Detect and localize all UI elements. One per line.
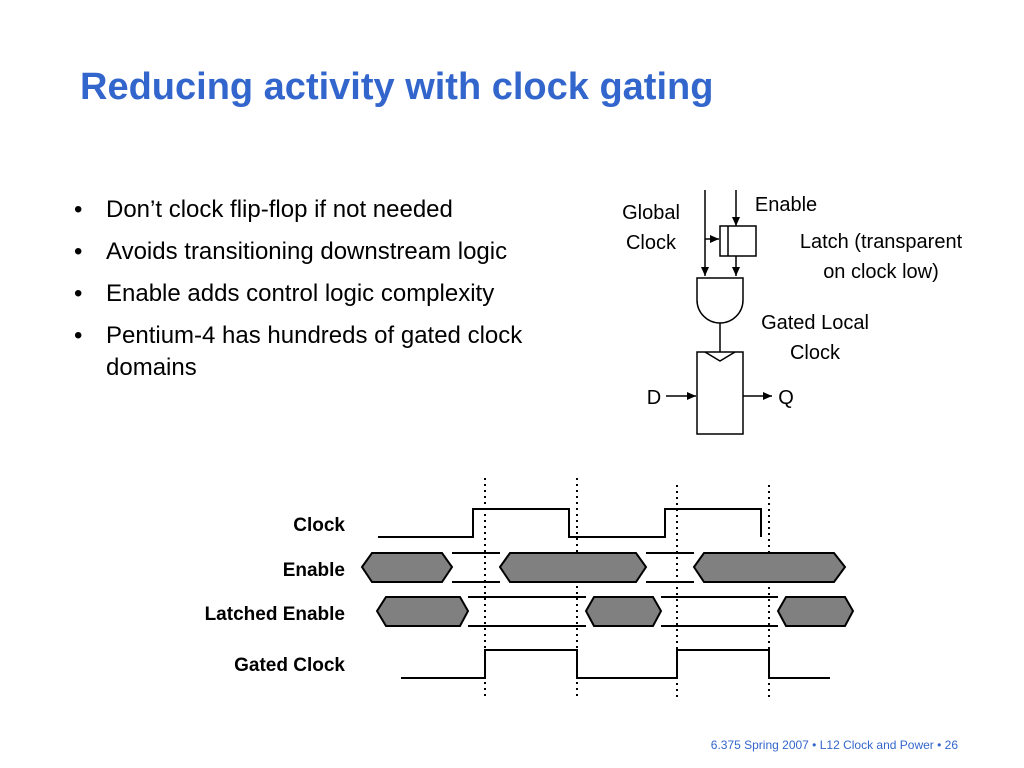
bullet-symbol: •: [74, 280, 83, 307]
circuit-labels: Global Clock Enable Latch (transparent o…: [622, 194, 963, 409]
d-label: D: [647, 387, 661, 409]
bullet-symbol: •: [74, 196, 83, 223]
clock-waveform: [378, 508, 762, 538]
latched-enable-bus-segment: [584, 596, 663, 627]
enable-signal-label: Enable: [283, 560, 345, 581]
bullet-symbol: •: [74, 238, 83, 265]
latched-enable-bus-segment: [776, 596, 855, 627]
latch-label: Latch (transparent: [800, 231, 963, 253]
bullet-item: • Avoids transitioning downstream logic: [72, 236, 592, 268]
bullet-text: Pentium-4 has hundreds of gated clock do…: [106, 322, 523, 381]
bullet-list: • Don’t clock flip-flop if not needed • Av…: [72, 194, 592, 394]
latch-box: [719, 225, 757, 257]
enable-bus-segment: [498, 552, 648, 583]
enable-bus-segment: [360, 552, 454, 583]
global-clock-label: Clock: [626, 232, 677, 254]
gated-local-clock-label: Gated Local: [761, 312, 869, 334]
gated-clock-waveform: [401, 649, 830, 679]
enable-bus-segment: [692, 552, 847, 583]
bullet-text: Avoids transitioning downstream logic: [106, 238, 508, 265]
bullet-item: • Don’t clock flip-flop if not needed: [72, 194, 592, 226]
and-gate: [696, 277, 744, 324]
gated-local-clock-label: Clock: [790, 342, 841, 364]
enable-label: Enable: [755, 194, 817, 216]
clock-signal-label: Clock: [293, 515, 345, 536]
clock-gating-circuit: [666, 190, 772, 435]
bullet-text: Don’t clock flip-flop if not needed: [106, 196, 453, 223]
bullet-item: • Enable adds control logic complexity: [72, 278, 592, 310]
flip-flop-box: [696, 351, 744, 435]
timing-waveforms: [360, 508, 855, 679]
latched-enable-signal-label: Latched Enable: [205, 604, 345, 625]
slide-title: Reducing activity with clock gating: [80, 66, 714, 108]
bullet-item: • Pentium-4 has hundreds of gated clock d…: [72, 320, 592, 384]
global-clock-label: Global: [622, 202, 680, 224]
q-label: Q: [778, 387, 794, 409]
slide-footer: 6.375 Spring 2007 • L12 Clock and Power …: [710, 738, 958, 752]
flip-flop-clock-triangle: [704, 351, 736, 362]
timing-labels: Clock Enable Latched Enable Gated Clock: [205, 515, 346, 676]
latched-enable-bus-segment: [375, 596, 470, 627]
bullet-text: Enable adds control logic complexity: [106, 280, 495, 307]
timing-reference-lines: [484, 478, 770, 700]
latch-label: on clock low): [823, 261, 939, 283]
gated-clock-signal-label: Gated Clock: [234, 655, 345, 676]
bullet-symbol: •: [74, 322, 83, 349]
